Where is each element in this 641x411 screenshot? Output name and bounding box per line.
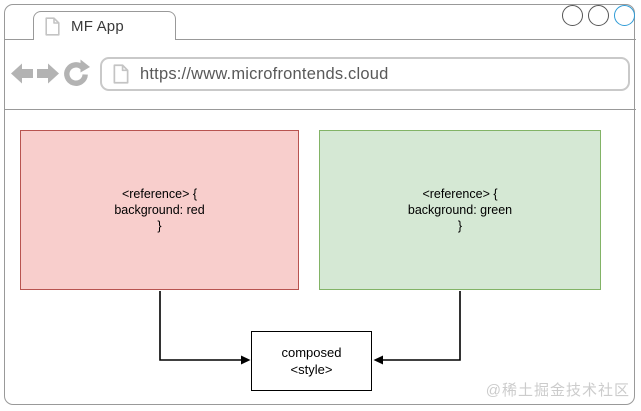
navbar-divider xyxy=(5,109,636,110)
url-text: https://www.microfrontends.cloud xyxy=(140,64,389,83)
reference-red-line-2: background: red xyxy=(114,203,205,217)
address-bar[interactable]: https://www.microfrontends.cloud xyxy=(100,57,630,91)
back-button[interactable] xyxy=(10,61,34,86)
refresh-button[interactable] xyxy=(61,58,91,88)
tabbar-divider xyxy=(5,39,636,40)
reference-red-box: <reference> { background: red } xyxy=(20,130,299,290)
reference-green-line-3: } xyxy=(457,219,463,233)
reference-green-line-1: <reference> { xyxy=(422,187,498,201)
watermark: @稀土掘金技术社区 xyxy=(485,382,630,399)
window-control-circle-3[interactable] xyxy=(614,5,635,26)
page-icon xyxy=(45,16,60,36)
reference-red-line-1: <reference> { xyxy=(121,187,198,201)
window-control-circle-1[interactable] xyxy=(562,5,583,26)
reference-green-line-2: background: green xyxy=(407,203,513,217)
tab-title: MF App xyxy=(71,17,124,35)
back-arrow-icon xyxy=(10,63,34,89)
composed-style-box: composed <style> xyxy=(251,331,372,391)
tab-mf-app[interactable]: MF App xyxy=(33,11,176,40)
window-controls xyxy=(562,5,635,26)
refresh-icon xyxy=(61,59,91,91)
forward-arrow-icon xyxy=(36,63,60,89)
reference-red-line-3: } xyxy=(157,219,162,233)
window-control-circle-2[interactable] xyxy=(588,5,609,26)
reference-green-box: <reference> { background: green } xyxy=(319,130,601,290)
forward-button[interactable] xyxy=(36,61,60,86)
page-icon xyxy=(113,64,129,84)
composed-line-1: composed xyxy=(281,345,342,360)
composed-line-2: <style> xyxy=(290,362,333,377)
